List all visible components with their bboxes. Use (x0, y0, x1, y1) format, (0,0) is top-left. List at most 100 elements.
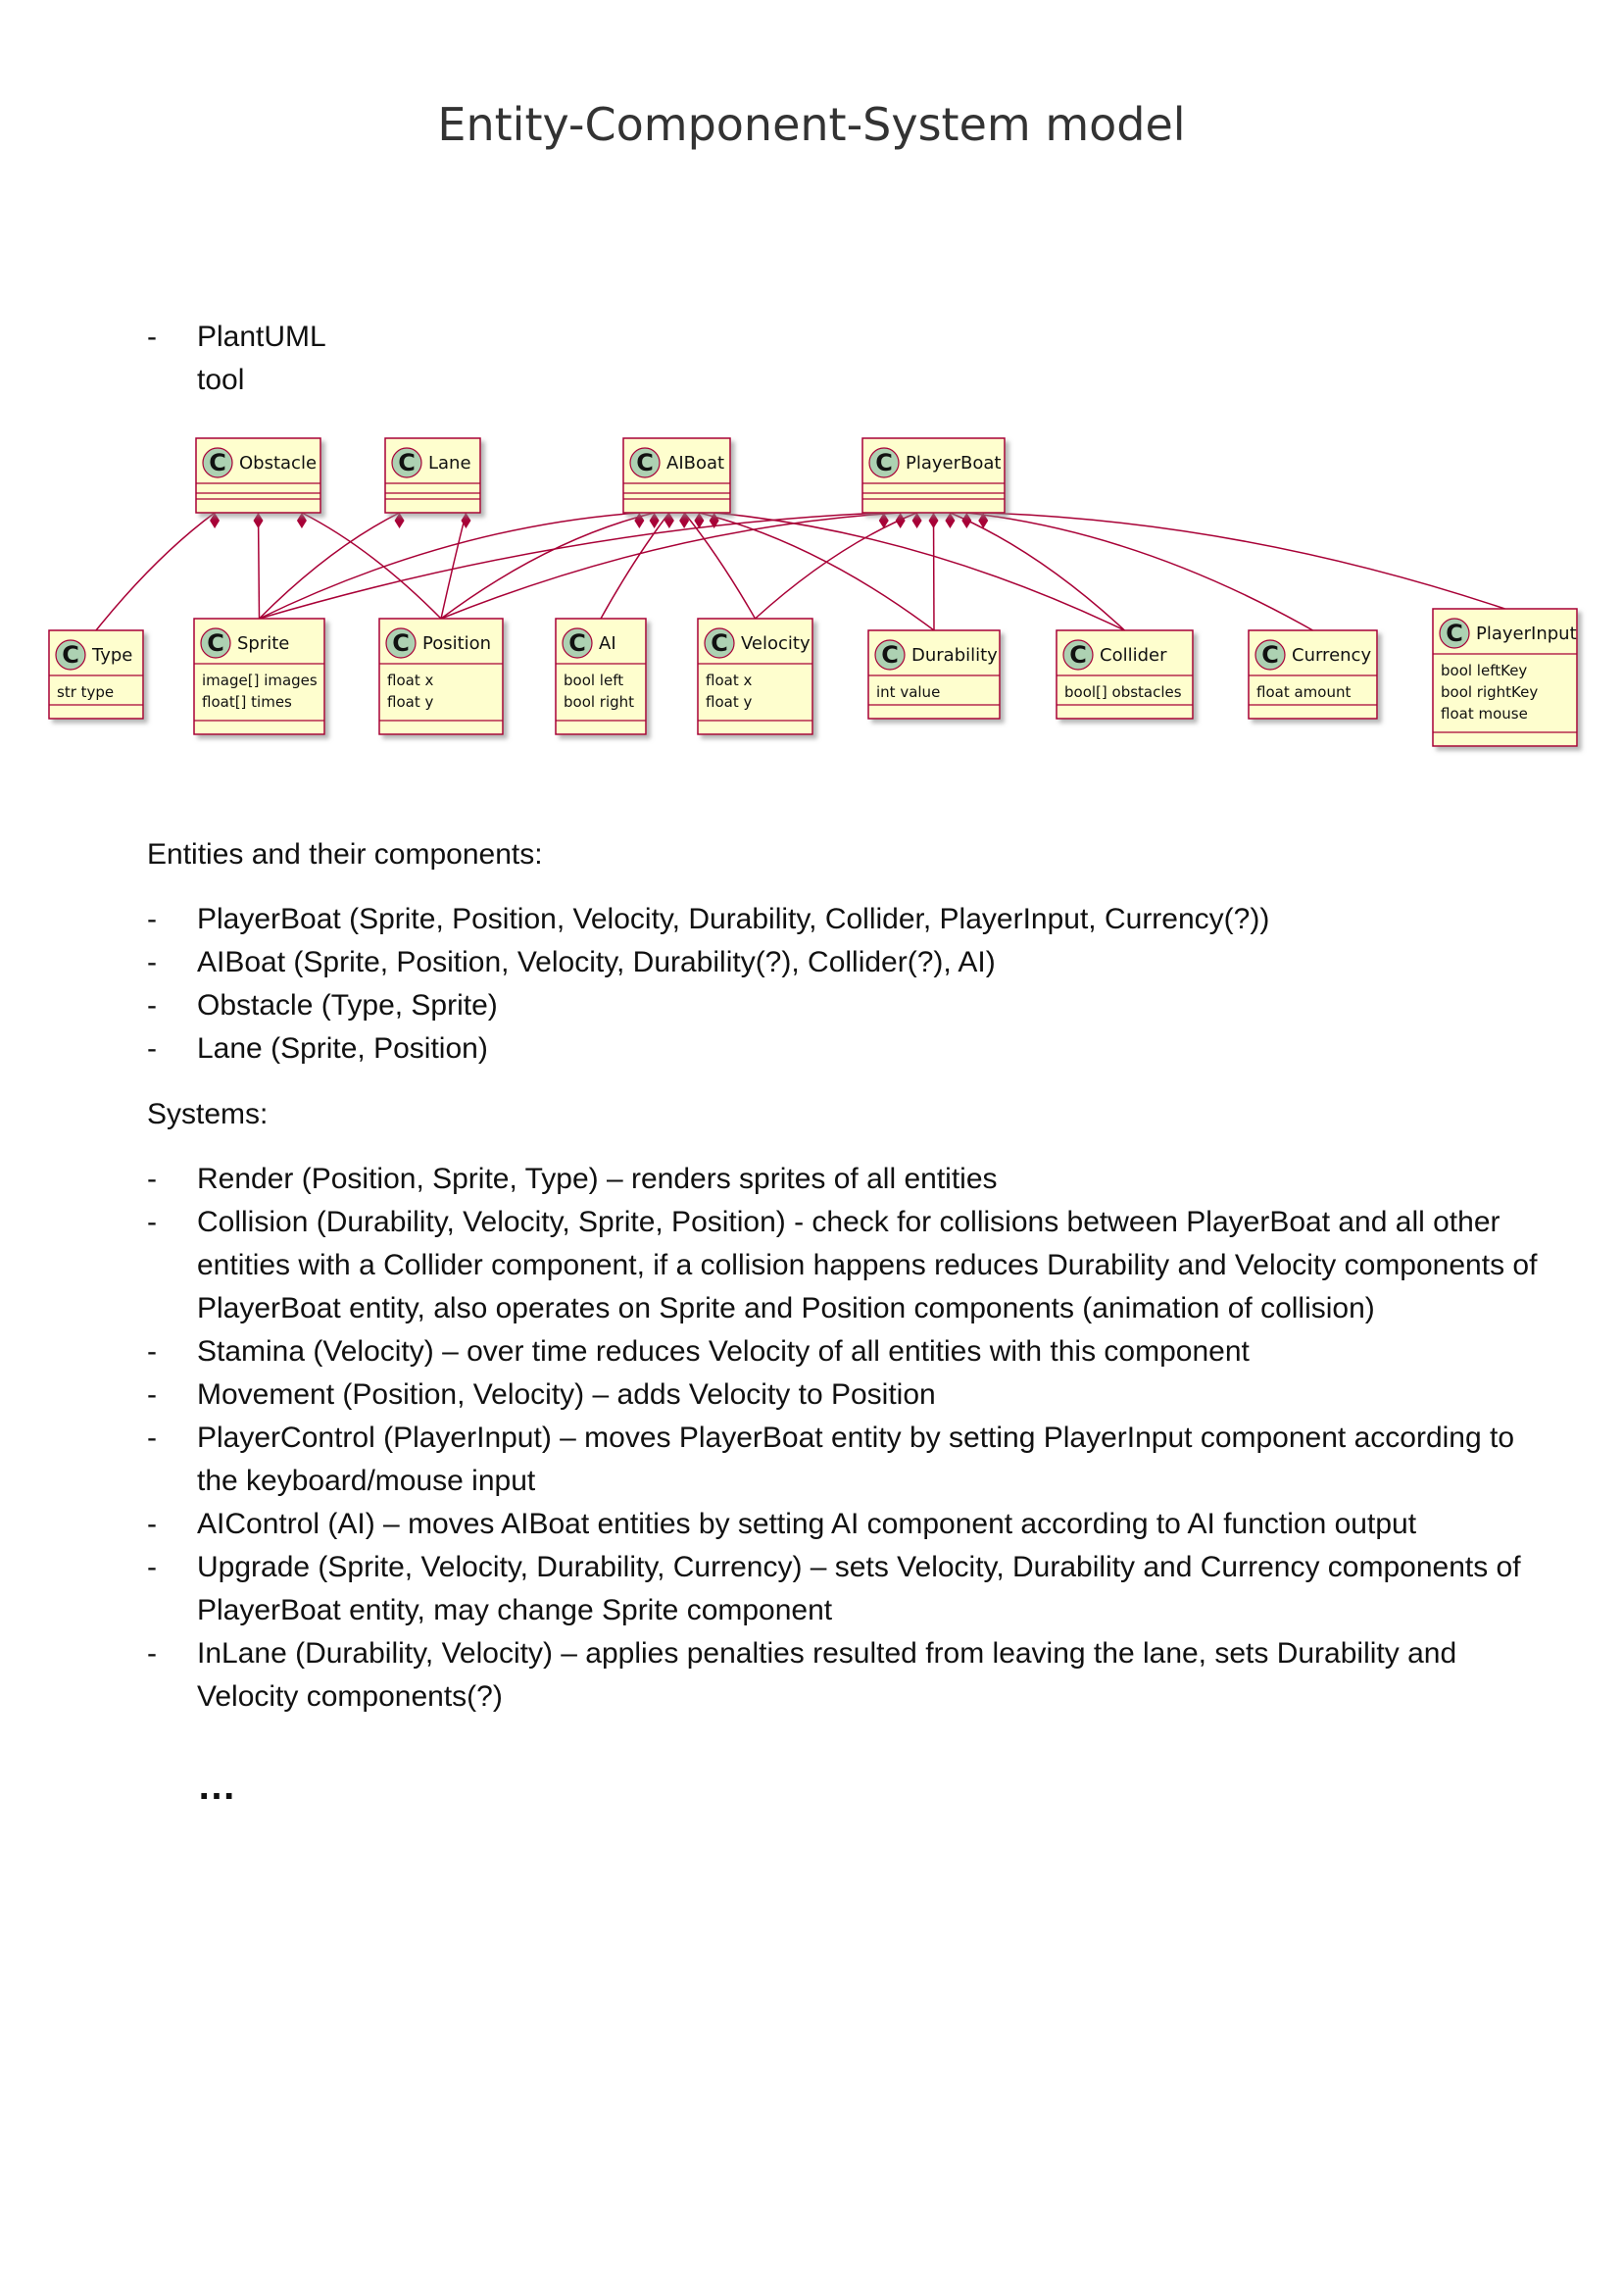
composition-diamond-icon (694, 513, 705, 528)
class-box (1248, 629, 1378, 720)
system-item: - Movement (Position, Velocity) – adds Ve… (147, 1373, 1549, 1417)
class-attribute: float[] times (202, 693, 292, 711)
class-attribute: str type (57, 683, 114, 701)
class-name: Sprite (237, 633, 289, 654)
system-item: - Stamina (Velocity) – over time reduces … (147, 1330, 1549, 1373)
composition-line (683, 512, 757, 620)
class-icon (1439, 618, 1470, 649)
composition-line (932, 512, 935, 631)
tool-bullet-text: PlantUML tool (197, 321, 325, 396)
system-item-text: InLane (Durability, Velocity) – applies … (197, 1637, 1457, 1713)
composition-diamond-icon (664, 513, 674, 528)
entity-item: -AIBoat (Sprite, Position, Velocity, Dur… (147, 941, 1549, 984)
composition-diamond-icon (709, 513, 719, 528)
system-item-text: PlayerControl (PlayerInput) – moves Play… (197, 1422, 1515, 1497)
class-icon (874, 639, 906, 671)
class-icon (1254, 639, 1286, 671)
class-icon-letter: C (711, 629, 728, 657)
composition-diamond-icon (461, 513, 471, 528)
bullet-dash: - (147, 321, 157, 353)
system-item-text: AIControl (AI) – moves AIBoat entities b… (197, 1508, 1417, 1540)
class-icon (200, 627, 231, 659)
system-item-text: Movement (Position, Velocity) – adds Vel… (197, 1378, 936, 1411)
class-name: Durability (911, 645, 998, 666)
bullet-dash: - (147, 989, 157, 1022)
class-icon (385, 627, 417, 659)
system-item: -Render (Position, Sprite, Type) – rende… (147, 1158, 1549, 1201)
composition-line (713, 512, 1125, 631)
class-box (378, 618, 504, 735)
class-name: Lane (428, 453, 471, 474)
bullet-dash: - (147, 1206, 157, 1238)
entity-item-text: Obstacle (Type, Sprite) (197, 989, 498, 1022)
class-attribute: float y (387, 693, 433, 711)
bullet-dash: - (147, 1551, 157, 1583)
class-attribute: float x (387, 672, 433, 689)
composition-line (440, 512, 901, 620)
bullet-dash: - (147, 1508, 157, 1540)
composition-line (754, 512, 917, 620)
composition-diamond-icon (679, 513, 690, 528)
system-item-text: Render (Position, Sprite, Type) – render… (197, 1163, 998, 1195)
bullet-dash: - (147, 1378, 157, 1411)
composition-line (440, 512, 655, 620)
class-icon-letter: C (398, 449, 416, 476)
composition-line (600, 512, 670, 620)
system-item-text: Stamina (Velocity) – over time reduces V… (197, 1335, 1250, 1368)
system-item: - InLane (Durability, Velocity) – applies… (147, 1632, 1549, 1719)
composition-line (966, 512, 1313, 631)
uml-class-position: C Position float x float y (378, 618, 504, 735)
class-attribute: float y (706, 693, 752, 711)
class-icon (391, 447, 422, 478)
class-name: Currency (1292, 645, 1371, 666)
class-attribute: bool right (564, 693, 634, 711)
bullet-dash: - (147, 1422, 157, 1454)
class-icon (202, 447, 233, 478)
system-item: - Collision (Durability, Velocity, Sprite… (147, 1201, 1549, 1330)
class-attribute: bool rightKey (1441, 683, 1538, 701)
composition-diamond-icon (296, 513, 307, 528)
composition-diamond-icon (911, 513, 922, 528)
class-icon-letter: C (392, 629, 410, 657)
bullet-dash: - (147, 1335, 157, 1368)
class-name: PlayerInput (1476, 624, 1577, 644)
class-icon-letter: C (636, 449, 654, 476)
class-attribute: float amount (1256, 683, 1351, 701)
entity-item: -PlayerBoat (Sprite, Position, Velocity,… (147, 898, 1549, 941)
class-icon (704, 627, 735, 659)
composition-diamond-icon (878, 513, 889, 528)
composition-line (259, 512, 640, 620)
entities-list: -PlayerBoat (Sprite, Position, Velocity,… (147, 898, 1549, 1071)
class-icon (868, 447, 900, 478)
class-icon-letter: C (568, 629, 586, 657)
composition-line (950, 512, 1126, 631)
class-name: PlayerBoat (906, 453, 1001, 474)
bullet-dash: - (147, 1637, 157, 1670)
uml-class-lane: C Lane (384, 437, 481, 514)
composition-line (257, 512, 261, 620)
class-icon-letter: C (881, 641, 899, 669)
class-name: Obstacle (239, 453, 317, 474)
entities-heading: Entities and their components: (147, 838, 543, 871)
composition-line (301, 512, 442, 620)
class-icon-letter: C (1446, 620, 1463, 647)
class-name: Position (422, 633, 491, 654)
class-icon (629, 447, 661, 478)
class-name: AI (599, 633, 616, 654)
class-attribute: bool leftKey (1441, 662, 1527, 679)
system-item-text: Collision (Durability, Velocity, Sprite,… (197, 1206, 1538, 1324)
class-icon (55, 639, 86, 671)
class-icon-letter: C (1069, 641, 1087, 669)
system-item-text: Upgrade (Sprite, Velocity, Durability, C… (197, 1551, 1521, 1626)
systems-heading: Systems: (147, 1098, 269, 1130)
composition-line (95, 512, 216, 631)
class-attribute: bool left (564, 672, 623, 689)
class-name: Collider (1100, 645, 1167, 666)
composition-diamond-icon (945, 513, 956, 528)
